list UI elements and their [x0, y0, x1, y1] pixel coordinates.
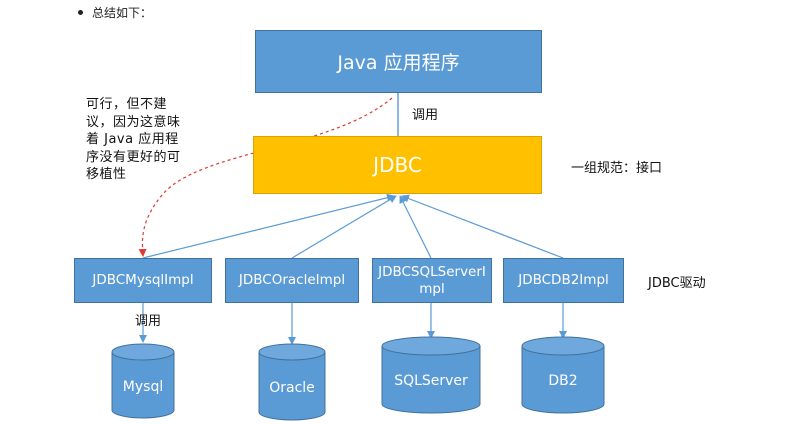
- portability-note: 可行，但不建议，因为这意味着 Java 应用程序没有更好的可移植性: [86, 97, 181, 182]
- db-label-oracle: Oracle: [269, 380, 315, 396]
- impl-box-db2: JDBCDB2Impl: [503, 258, 624, 303]
- db-label-db2: DB2: [548, 373, 578, 389]
- java-app-label: Java 应用程序: [337, 52, 460, 74]
- jdbc-label: JDBC: [373, 153, 422, 177]
- spec-label: 一组规范：接口: [571, 161, 663, 176]
- oracle-impl-arrow: [291, 195, 397, 259]
- call-label-bottom: 调用: [135, 314, 162, 329]
- mysql-cylinder: [111, 343, 175, 419]
- oracle-cylinder: [258, 343, 326, 421]
- impl-box-oracle: JDBCOracleImpl: [225, 258, 359, 303]
- mysql-impl-arrow: [142, 193, 395, 259]
- sqlserver-impl-arrow: [399, 195, 432, 259]
- impl-label-mysql: JDBCMysqlImpl: [92, 272, 194, 288]
- impl-label-sqlserver: JDBCSQLServerImpl: [378, 263, 486, 297]
- impl-box-sqlserver: JDBCSQLServerImpl: [372, 258, 492, 303]
- driver-label: JDBC驱动: [648, 276, 706, 291]
- call-label-top: 调用: [412, 108, 439, 123]
- direct-call-dashed-arrow: [138, 97, 393, 257]
- impl-box-mysql: JDBCMysqlImpl: [74, 258, 212, 303]
- db-label-sqlserver: SQLServer: [394, 373, 468, 389]
- db2-impl-arrow: [401, 194, 564, 259]
- jdbc-box: JDBC: [253, 136, 542, 194]
- db-label-mysql: Mysql: [122, 379, 164, 395]
- summary-bullet: 总结如下：: [78, 4, 152, 21]
- impl-label-db2: JDBCDB2Impl: [518, 272, 609, 288]
- java-app-box: Java 应用程序: [255, 30, 542, 93]
- summary-heading: 总结如下：: [92, 6, 153, 20]
- db2-cylinder: [521, 336, 605, 414]
- sqlserver-cylinder: [381, 336, 481, 414]
- impl-label-oracle: JDBCOracleImpl: [238, 272, 346, 288]
- bullet-dot: [78, 10, 83, 15]
